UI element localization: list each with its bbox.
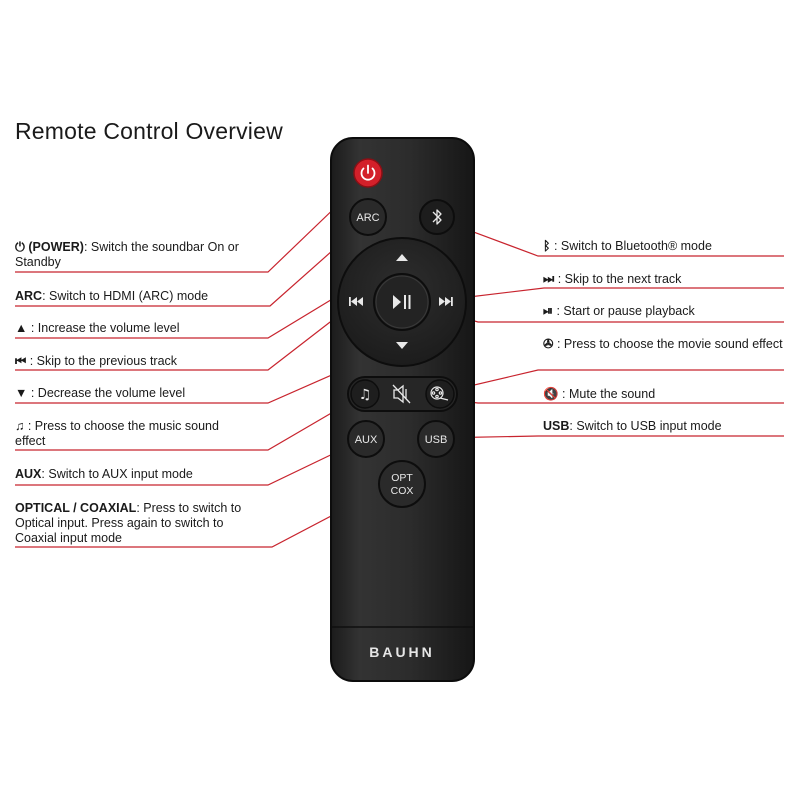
mute-button[interactable]	[392, 384, 411, 404]
movie-effect-button[interactable]	[425, 379, 455, 409]
label-play: ⏯ : Start or pause playback	[543, 304, 695, 318]
label-prev: ⏮ : Skip to the previous track	[15, 354, 178, 368]
next-track-icon: ⏭	[543, 272, 555, 286]
next-button[interactable]	[439, 297, 453, 306]
vol-up-button[interactable]	[396, 254, 408, 261]
label-arc: ARC: Switch to HDMI (ARC) mode	[15, 289, 209, 303]
music-note-icon: ♫	[15, 419, 25, 433]
play-pause-icon: ⏯	[543, 304, 554, 318]
svg-text:AUX: AUX	[355, 434, 378, 446]
power-button[interactable]	[353, 158, 383, 188]
label-bluetooth: ᛒ : Switch to Bluetooth® mode	[543, 239, 712, 253]
prev-button[interactable]	[349, 297, 363, 306]
music-effect-button[interactable]: ♫	[350, 379, 380, 409]
triangle-down-icon: ▼	[15, 386, 28, 400]
effects-bar: ♫	[347, 376, 458, 412]
opt-cox-button[interactable]: OPT COX	[378, 460, 426, 508]
label-power: ⏻ (POWER): Switch the soundbar On or Sta…	[15, 240, 239, 269]
label-vol-down: ▼ : Decrease the volume level	[15, 386, 186, 400]
label-music: ♫ : Press to choose the music sound effe…	[15, 419, 219, 448]
svg-text:COX: COX	[391, 485, 414, 497]
page-title: Remote Control Overview	[15, 118, 283, 144]
line-next	[443, 287, 784, 301]
remote-control: BAUHN ARC	[330, 137, 475, 682]
dpad	[337, 237, 467, 367]
previous-track-icon: ⏮	[15, 354, 27, 368]
mute-icon: 🔇	[543, 387, 559, 401]
aux-button[interactable]: AUX	[347, 420, 385, 458]
label-movie: ✇ : Press to choose the movie sound effe…	[543, 337, 783, 351]
label-next: ⏭ : Skip to the next track	[543, 272, 682, 286]
usb-button[interactable]: USB	[417, 420, 455, 458]
power-icon: ⏻	[15, 240, 25, 254]
brand-logo: BAUHN	[369, 644, 435, 660]
svg-text:ARC: ARC	[356, 212, 379, 224]
bluetooth-icon	[432, 209, 442, 225]
bluetooth-icon: ᛒ	[543, 239, 551, 253]
film-reel-icon: ✇	[543, 337, 554, 351]
line-prev	[15, 301, 357, 371]
play-pause-button[interactable]	[373, 273, 431, 331]
label-optical: OPTICAL / COAXIAL: Press to switch to Op…	[15, 501, 242, 545]
bluetooth-button[interactable]	[419, 199, 455, 235]
film-reel-icon	[430, 386, 449, 401]
triangle-up-icon: ▲	[15, 321, 28, 335]
label-usb: USB: Switch to USB input mode	[543, 419, 722, 433]
music-icon: ♫	[359, 387, 372, 403]
line-usb	[435, 435, 784, 439]
arc-button[interactable]: ARC	[349, 198, 387, 236]
svg-text:USB: USB	[425, 434, 448, 446]
vol-down-button[interactable]	[396, 342, 408, 349]
label-aux: AUX: Switch to AUX input mode	[15, 467, 193, 481]
svg-text:OPT: OPT	[391, 472, 413, 484]
label-vol-up: ▲ : Increase the volume level	[15, 321, 180, 335]
label-mute: 🔇 : Mute the sound	[543, 387, 656, 401]
